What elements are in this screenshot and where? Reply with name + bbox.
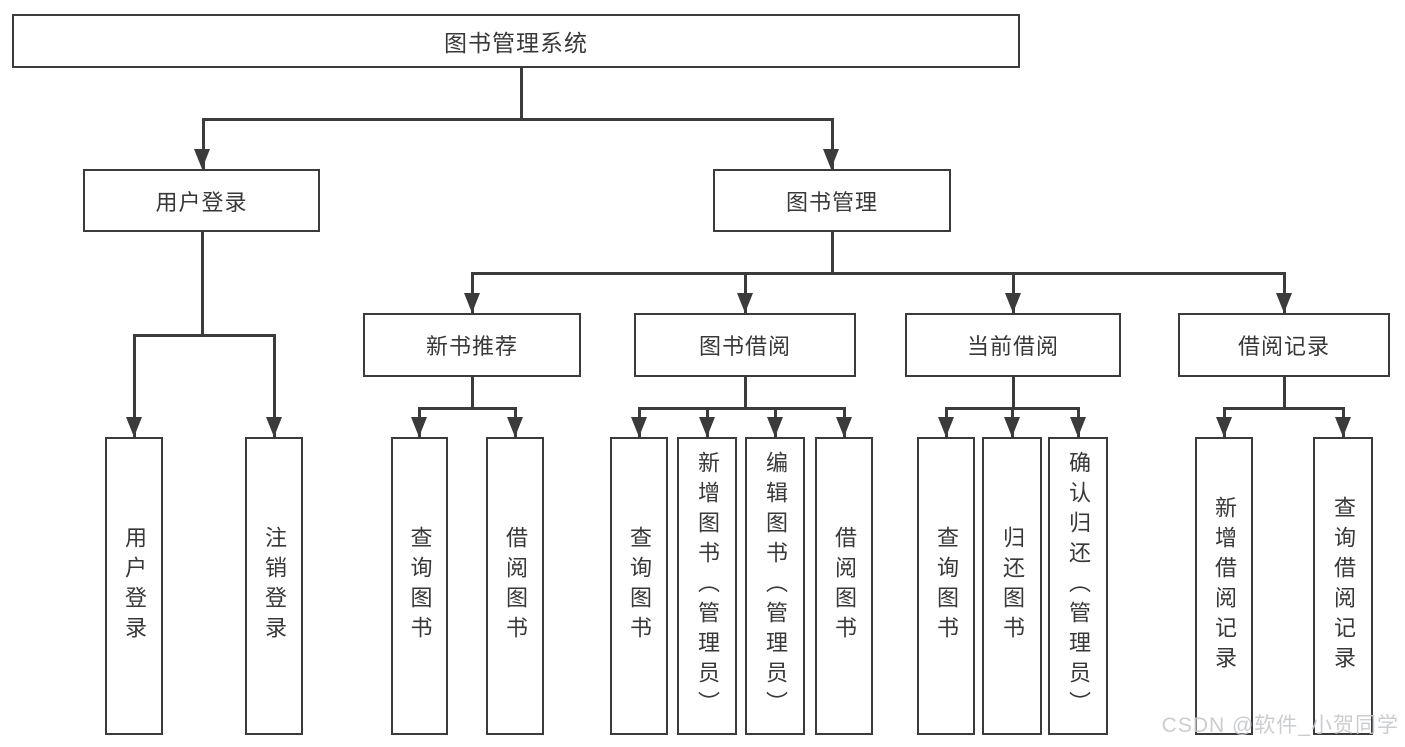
node-label: 借阅图书 xyxy=(832,526,857,646)
connector-line xyxy=(471,272,1285,275)
arrowhead-down-icon xyxy=(823,149,839,169)
connector-line xyxy=(831,118,834,169)
node-leaf-borrow-books-2: 借阅图书 xyxy=(815,437,873,735)
node-label: 归还图书 xyxy=(1000,526,1025,646)
connector-line xyxy=(831,231,834,274)
node-label: 查询图书 xyxy=(407,526,433,646)
node-leaf-query-books-1: 查询图书 xyxy=(391,437,448,735)
node-label: 新增借阅记录 xyxy=(1212,496,1237,676)
node-root-label: 图书管理系统 xyxy=(444,30,588,56)
node-leaf-borrow-books-1: 借阅图书 xyxy=(486,437,544,735)
arrowhead-down-icon xyxy=(1216,417,1232,437)
node-book-borrow: 图书借阅 xyxy=(634,313,856,377)
arrowhead-down-icon xyxy=(767,417,783,437)
connector-line xyxy=(202,118,834,121)
node-label: 当前借阅 xyxy=(966,334,1059,359)
arrowhead-down-icon xyxy=(631,417,647,437)
connector-line xyxy=(744,272,747,313)
arrowhead-down-icon xyxy=(699,417,715,437)
node-leaf-logout: 注销登录 xyxy=(245,437,303,735)
node-leaf-add-book-admin: 新增图书（管理员） xyxy=(677,437,737,735)
arrowhead-down-icon xyxy=(507,417,523,437)
node-label: 图书借阅 xyxy=(698,334,791,359)
node-root: 图书管理系统 xyxy=(12,14,1020,68)
connector-line xyxy=(418,407,516,410)
connector-line xyxy=(744,376,747,409)
node-leaf-query-books-2: 查询图书 xyxy=(610,437,668,735)
node-leaf-edit-book-admin: 编辑图书（管理员） xyxy=(745,437,805,735)
node-label: 借阅记录 xyxy=(1237,334,1330,359)
node-leaf-query-books-3: 查询图书 xyxy=(917,437,975,735)
arrowhead-down-icon xyxy=(411,417,427,437)
connector-line xyxy=(202,118,205,169)
arrowhead-down-icon xyxy=(126,417,142,437)
connector-line xyxy=(133,334,136,437)
node-new-book-recommend: 新书推荐 xyxy=(363,313,581,377)
node-label: 注销登录 xyxy=(262,526,287,646)
node-leaf-add-borrow-record: 新增借阅记录 xyxy=(1195,437,1253,735)
arrowhead-down-icon xyxy=(1335,417,1351,437)
watermark: CSDN @软件_小贺同学 xyxy=(1161,714,1399,737)
connector-line xyxy=(1283,376,1286,409)
arrowhead-down-icon xyxy=(836,417,852,437)
node-current-borrow: 当前借阅 xyxy=(905,313,1121,377)
connector-line xyxy=(638,407,845,410)
node-label: 新增图书（管理员） xyxy=(695,451,720,721)
connector-line xyxy=(1012,272,1015,313)
connector-line xyxy=(520,67,523,119)
connector-line xyxy=(201,231,204,336)
node-label: 用户登录 xyxy=(155,189,248,215)
connector-line xyxy=(471,272,474,313)
arrowhead-down-icon xyxy=(737,293,753,313)
node-leaf-query-borrow-record: 查询借阅记录 xyxy=(1313,437,1373,735)
node-borrow-records: 借阅记录 xyxy=(1178,313,1390,377)
connector-line xyxy=(133,334,276,337)
node-label: 新书推荐 xyxy=(425,334,518,359)
node-label: 查询图书 xyxy=(934,526,959,646)
arrowhead-down-icon xyxy=(464,293,480,313)
node-label: 确认归还（管理员） xyxy=(1066,451,1091,721)
node-label: 查询借阅记录 xyxy=(1331,496,1356,676)
node-leaf-return-books: 归还图书 xyxy=(982,437,1042,735)
node-book-management: 图书管理 xyxy=(713,169,951,232)
node-label: 编辑图书（管理员） xyxy=(763,451,788,721)
connector-line xyxy=(273,334,276,437)
connector-line xyxy=(1223,407,1344,410)
arrowhead-down-icon xyxy=(938,417,954,437)
arrowhead-down-icon xyxy=(194,149,210,169)
node-label: 用户登录 xyxy=(122,526,147,646)
node-user-login: 用户登录 xyxy=(83,169,320,232)
node-label: 借阅图书 xyxy=(503,526,528,646)
arrowhead-down-icon xyxy=(1005,293,1021,313)
node-label: 图书管理 xyxy=(785,189,878,215)
connector-line xyxy=(1012,376,1015,409)
node-label: 查询图书 xyxy=(627,526,652,646)
arrowhead-down-icon xyxy=(1004,417,1020,437)
arrowhead-down-icon xyxy=(1276,293,1292,313)
node-leaf-user-login: 用户登录 xyxy=(105,437,163,735)
node-leaf-confirm-return-admin: 确认归还（管理员） xyxy=(1048,437,1108,735)
connector-line xyxy=(471,376,474,409)
connector-line xyxy=(1283,272,1286,313)
arrowhead-down-icon xyxy=(1070,417,1086,437)
arrowhead-down-icon xyxy=(266,417,282,437)
